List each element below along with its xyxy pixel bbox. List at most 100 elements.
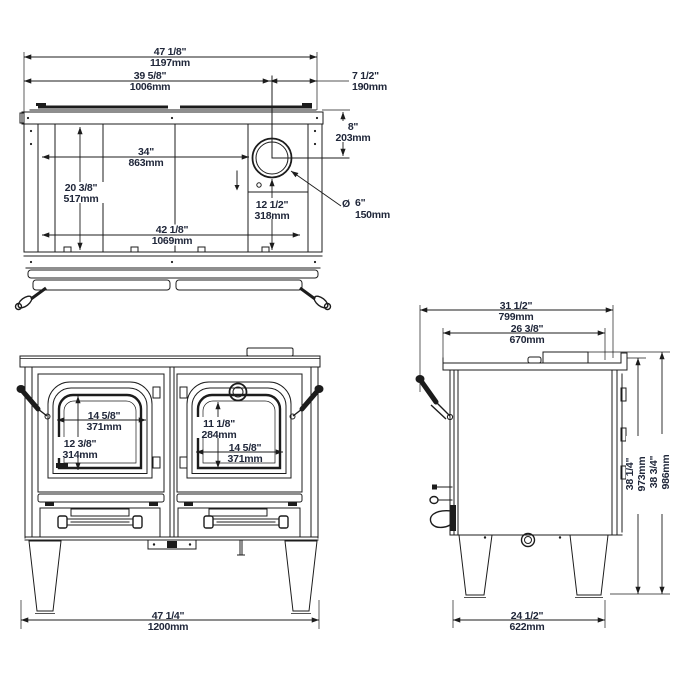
dim-top-flue-offset-in: 12 1/2" bbox=[256, 199, 289, 211]
top-view-clips bbox=[63, 246, 270, 253]
dim-top-flue-from-back-mm: 203mm bbox=[336, 132, 371, 144]
left-door-top bbox=[32, 279, 171, 291]
dim-top-overall-width-in: 47 1/8" bbox=[154, 46, 187, 58]
label-bg bbox=[57, 182, 106, 203]
dim-front-right-glass-width-mm: 371mm bbox=[228, 453, 263, 465]
bracket-bolt bbox=[188, 543, 192, 546]
dim-top-flue-diameter-mm: 150mm bbox=[355, 209, 390, 221]
right-window-frame bbox=[186, 381, 292, 479]
dim-top-cooktop-width-mm: 863mm bbox=[129, 157, 164, 169]
cooktop-slab bbox=[19, 355, 321, 368]
handle-arms bbox=[30, 286, 316, 301]
side-latch-plate bbox=[450, 505, 456, 531]
dim-front-left-glass-width-mm: 371mm bbox=[87, 421, 122, 433]
dim-top-depth-in: 20 3/8" bbox=[65, 182, 98, 194]
side-damper-rod-cap bbox=[432, 484, 437, 490]
air-control-dial-inner bbox=[232, 386, 244, 398]
dim-top-overall-width-mm: 1197mm bbox=[150, 57, 190, 69]
dim-side-overall-height-mm: 986mm bbox=[660, 455, 672, 490]
dim-top-left-to-flue-mm: 1006mm bbox=[130, 81, 171, 93]
side-view: 31 1/2" 799mm 26 3/8" 670mm 38 1/4" 973m… bbox=[415, 300, 676, 633]
right-drawer bbox=[177, 507, 301, 538]
air-control-dial-outer bbox=[228, 382, 248, 402]
side-front-leg bbox=[458, 534, 493, 596]
dim-side-height-to-cooktop-in: 38 1/4" bbox=[624, 458, 636, 491]
front-left-handle-pivot bbox=[44, 413, 51, 420]
side-door-handle-link bbox=[430, 401, 451, 420]
label-bg bbox=[331, 121, 376, 142]
front-edge-band bbox=[27, 269, 319, 279]
dim-side-cooktop-depth-mm: 670mm bbox=[510, 334, 545, 346]
right-handle-knob bbox=[323, 302, 332, 311]
left-door-sill bbox=[37, 493, 165, 503]
dim-side-height-to-cooktop-mm: 973mm bbox=[636, 457, 648, 492]
center-bracket-latch bbox=[167, 541, 177, 548]
bracket-bolt bbox=[152, 543, 156, 546]
right-door-top bbox=[175, 279, 303, 291]
dim-front-left-glass-width-in: 14 5/8" bbox=[88, 410, 121, 422]
label-bg bbox=[650, 434, 676, 514]
dim-top-flue-from-back-in: 8" bbox=[348, 121, 359, 133]
dim-side-overall-height-in: 38 3/4" bbox=[648, 456, 660, 489]
diameter-symbol: Ø bbox=[342, 198, 350, 210]
left-door bbox=[37, 373, 165, 493]
side-bottom-dial-outer bbox=[520, 532, 536, 548]
drawer-pin bbox=[237, 539, 245, 556]
top-view: 47 1/8" 1197mm 39 5/8" 1006mm 7 1/2" 190… bbox=[14, 46, 390, 311]
left-window-glass bbox=[63, 400, 137, 464]
right-handle-grip bbox=[313, 295, 329, 309]
dim-side-cooktop-depth-in: 26 3/8" bbox=[511, 323, 544, 335]
dim-top-flue-to-right-mm: 190mm bbox=[352, 81, 387, 93]
side-latch-loop bbox=[429, 509, 453, 529]
dim-top-flue-diameter-in: 6" bbox=[355, 197, 366, 209]
front-right-leg bbox=[284, 540, 318, 612]
left-window-gasket bbox=[57, 393, 143, 470]
dim-side-overall-depth-mm: 799mm bbox=[499, 311, 534, 323]
cooktop-raised-box bbox=[246, 347, 294, 357]
dim-top-flue-offset-mm: 318mm bbox=[255, 210, 290, 222]
left-window-bezel bbox=[52, 387, 148, 474]
top-view-bolts bbox=[26, 116, 319, 264]
top-detail-pin-arrow bbox=[234, 185, 240, 191]
dim-front-left-glass-height-in: 12 3/8" bbox=[64, 438, 97, 450]
front-left-leg bbox=[28, 540, 62, 612]
dim-top-cooktop-width-in: 34" bbox=[138, 146, 154, 158]
door-hinges bbox=[152, 386, 188, 469]
dim-top-flue-to-right-in: 7 1/2" bbox=[352, 70, 379, 82]
griddle-tab-left bbox=[36, 103, 46, 106]
front-right-handle-pivot bbox=[289, 413, 296, 420]
right-door bbox=[176, 373, 303, 493]
left-glass-airwash-slot bbox=[56, 463, 68, 468]
right-window-gasket bbox=[196, 393, 282, 470]
left-window-frame bbox=[47, 381, 153, 479]
top-left-tab bbox=[19, 112, 25, 124]
front-view: 14 5/8" 371mm 12 3/8" 314mm 11 1/8" 284m… bbox=[16, 347, 324, 633]
side-back-leg bbox=[569, 534, 609, 596]
dim-top-firebox-width-in: 42 1/8" bbox=[156, 224, 189, 236]
dim-front-overall-width-in: 47 1/4" bbox=[152, 610, 185, 622]
dim-front-right-glass-height-mm: 284mm bbox=[202, 429, 237, 441]
front-extension-lines bbox=[20, 600, 320, 629]
dim-side-leg-span-depth-in: 24 1/2" bbox=[511, 610, 544, 622]
side-bottom-dial-inner bbox=[524, 536, 532, 544]
side-griddle-handle bbox=[527, 356, 542, 364]
dim-side-leg-span-depth-mm: 622mm bbox=[510, 621, 545, 633]
label-bg bbox=[626, 436, 652, 514]
left-handle-knob bbox=[14, 302, 23, 311]
label-bg bbox=[196, 417, 242, 438]
front-left-handle-bulb bbox=[16, 385, 26, 393]
side-cooktop bbox=[442, 352, 628, 371]
side-raised-box bbox=[542, 351, 589, 364]
right-window-bezel bbox=[191, 387, 287, 474]
dim-side-overall-depth-in: 31 1/2" bbox=[500, 300, 533, 312]
dim-front-overall-width-mm: 1200mm bbox=[148, 621, 189, 633]
dim-front-left-glass-height-mm: 314mm bbox=[63, 449, 98, 461]
dim-top-left-to-flue-in: 39 5/8" bbox=[134, 70, 167, 82]
front-right-handle-bulb bbox=[314, 385, 324, 393]
dim-top-depth-mm: 517mm bbox=[64, 193, 99, 205]
drawer-handles bbox=[57, 515, 289, 529]
side-air-knob bbox=[429, 495, 439, 505]
label-bg bbox=[249, 198, 296, 219]
leader-flue-diameter bbox=[290, 170, 342, 207]
